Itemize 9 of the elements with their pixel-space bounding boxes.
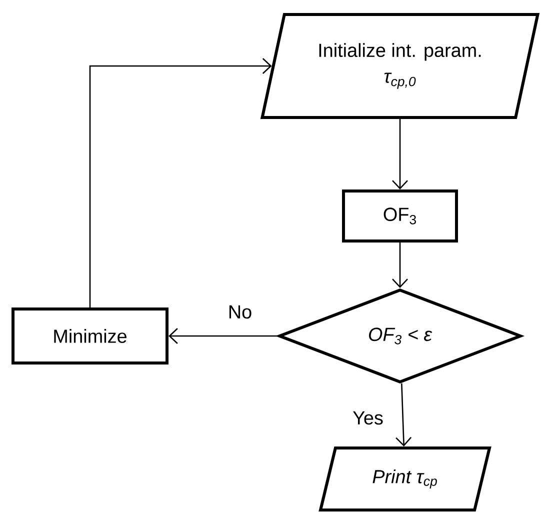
arrow bbox=[392, 242, 408, 288]
process-box: Minimize bbox=[12, 308, 168, 364]
edge-label: No bbox=[229, 305, 252, 319]
arrow bbox=[168, 328, 278, 344]
process-box: OF$_{3}$ bbox=[342, 190, 458, 242]
arrow bbox=[392, 119, 408, 190]
arrow bbox=[396, 383, 412, 446]
edge-label: Yes bbox=[352, 411, 383, 425]
arrow bbox=[89, 58, 272, 308]
